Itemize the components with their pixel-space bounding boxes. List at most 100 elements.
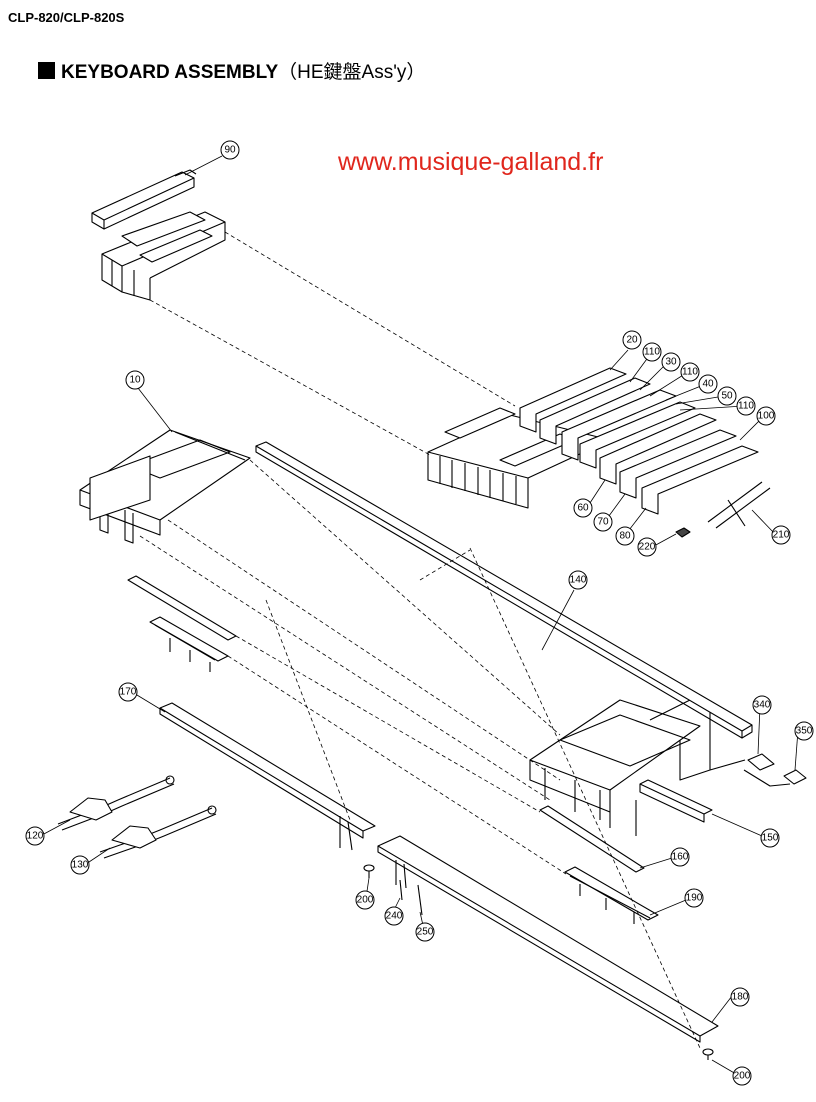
callout-60: 60	[573, 498, 593, 518]
circuit-board-180	[377, 835, 719, 1043]
callout-250: 250	[415, 922, 435, 942]
callout-leaders	[41, 155, 799, 1075]
callout-circle	[717, 386, 737, 406]
callout-170: 170	[118, 682, 138, 702]
callout-number: 10	[129, 375, 141, 386]
callout-200: 200	[732, 1066, 752, 1086]
screw-200-upper	[363, 864, 375, 878]
callout-number: 20	[626, 335, 638, 346]
callout-70: 70	[593, 512, 613, 532]
model-number: CLP-820/CLP-820S	[8, 10, 125, 25]
callout-110: 110	[680, 362, 700, 382]
callout-340: 340	[752, 695, 772, 715]
callout-circle	[732, 1066, 752, 1086]
callout-350: 350	[794, 721, 814, 741]
callout-number: 220	[639, 542, 656, 553]
long-rail-part	[255, 441, 753, 739]
callout-100: 100	[756, 406, 776, 426]
callout-40: 40	[698, 374, 718, 394]
callout-130: 130	[70, 855, 90, 875]
pad-340	[747, 753, 775, 771]
connector-240	[399, 879, 403, 901]
callout-circle	[70, 855, 90, 875]
callout-30: 30	[661, 352, 681, 372]
callout-number: 100	[758, 411, 775, 422]
callout-number: 170	[120, 687, 137, 698]
callout-number: 120	[27, 831, 44, 842]
callout-circle	[415, 922, 435, 942]
callout-210: 210	[771, 525, 791, 545]
pad-350	[783, 769, 807, 785]
callout-110: 110	[642, 342, 662, 362]
callout-number: 250	[417, 927, 434, 938]
callout-circle	[220, 140, 240, 160]
callout-number: 340	[754, 700, 771, 711]
callout-circle	[756, 406, 776, 426]
spring-clip-part	[707, 481, 771, 529]
contact-strip-right	[539, 805, 659, 924]
callout-circle	[615, 526, 635, 546]
callout-number: 160	[672, 852, 689, 863]
callout-circle	[355, 890, 375, 910]
callout-number: 110	[644, 347, 660, 358]
contact-strip-left	[127, 575, 237, 672]
right-key-group	[427, 367, 759, 515]
key-end-block-part	[91, 169, 197, 230]
pad-link-line	[743, 769, 791, 787]
callout-circle	[794, 721, 814, 741]
callout-circle	[680, 362, 700, 382]
callout-circle	[573, 498, 593, 518]
small-felt-part	[675, 527, 691, 538]
lower-rail-part	[639, 779, 713, 823]
callout-circle	[125, 370, 145, 390]
page-title: KEYBOARD ASSEMBLY（HE鍵盤Ass'y）	[38, 57, 425, 84]
callout-circle	[622, 330, 642, 350]
callout-circle	[698, 374, 718, 394]
callout-circle	[670, 847, 690, 867]
callout-labels: 9020110301104050110100106070802202101403…	[25, 140, 814, 1086]
callout-circle	[760, 828, 780, 848]
callout-150: 150	[760, 828, 780, 848]
square-bullet-icon	[38, 62, 55, 79]
title-subtitle: （HE鍵盤Ass'y）	[278, 62, 426, 83]
callout-180: 180	[730, 987, 750, 1007]
callout-circle	[730, 987, 750, 1007]
callout-number: 240	[386, 911, 403, 922]
callout-number: 60	[577, 503, 589, 514]
title-text: KEYBOARD ASSEMBLY	[61, 62, 279, 83]
pedal-130	[99, 805, 217, 859]
callout-number: 80	[619, 531, 631, 542]
callout-50: 50	[717, 386, 737, 406]
callout-10: 10	[125, 370, 145, 390]
callout-number: 40	[702, 379, 714, 390]
callout-240: 240	[384, 906, 404, 926]
callout-circle	[684, 888, 704, 908]
callout-number: 350	[796, 726, 813, 737]
callout-circle	[661, 352, 681, 372]
callout-number: 110	[682, 367, 698, 378]
callout-number: 180	[732, 992, 749, 1003]
callout-160: 160	[670, 847, 690, 867]
callout-number: 200	[734, 1071, 751, 1082]
callout-number: 50	[721, 391, 733, 402]
assembly-guide-lines	[139, 231, 701, 1049]
callout-circle	[736, 396, 756, 416]
callout-circle	[384, 906, 404, 926]
callout-220: 220	[637, 537, 657, 557]
top-left-key-group	[101, 211, 226, 301]
callout-number: 70	[597, 517, 609, 528]
connector-250	[417, 884, 423, 916]
callout-circle	[568, 570, 588, 590]
callout-number: 150	[762, 833, 779, 844]
circuit-board-170	[159, 702, 376, 851]
callout-120: 120	[25, 826, 45, 846]
callout-190: 190	[684, 888, 704, 908]
keybed-frame-right	[529, 699, 746, 836]
callout-circle	[593, 512, 613, 532]
watermark-url: www.musique-galland.fr	[338, 148, 604, 176]
callout-circle	[118, 682, 138, 702]
callout-number: 190	[686, 893, 703, 904]
callout-number: 30	[665, 357, 677, 368]
